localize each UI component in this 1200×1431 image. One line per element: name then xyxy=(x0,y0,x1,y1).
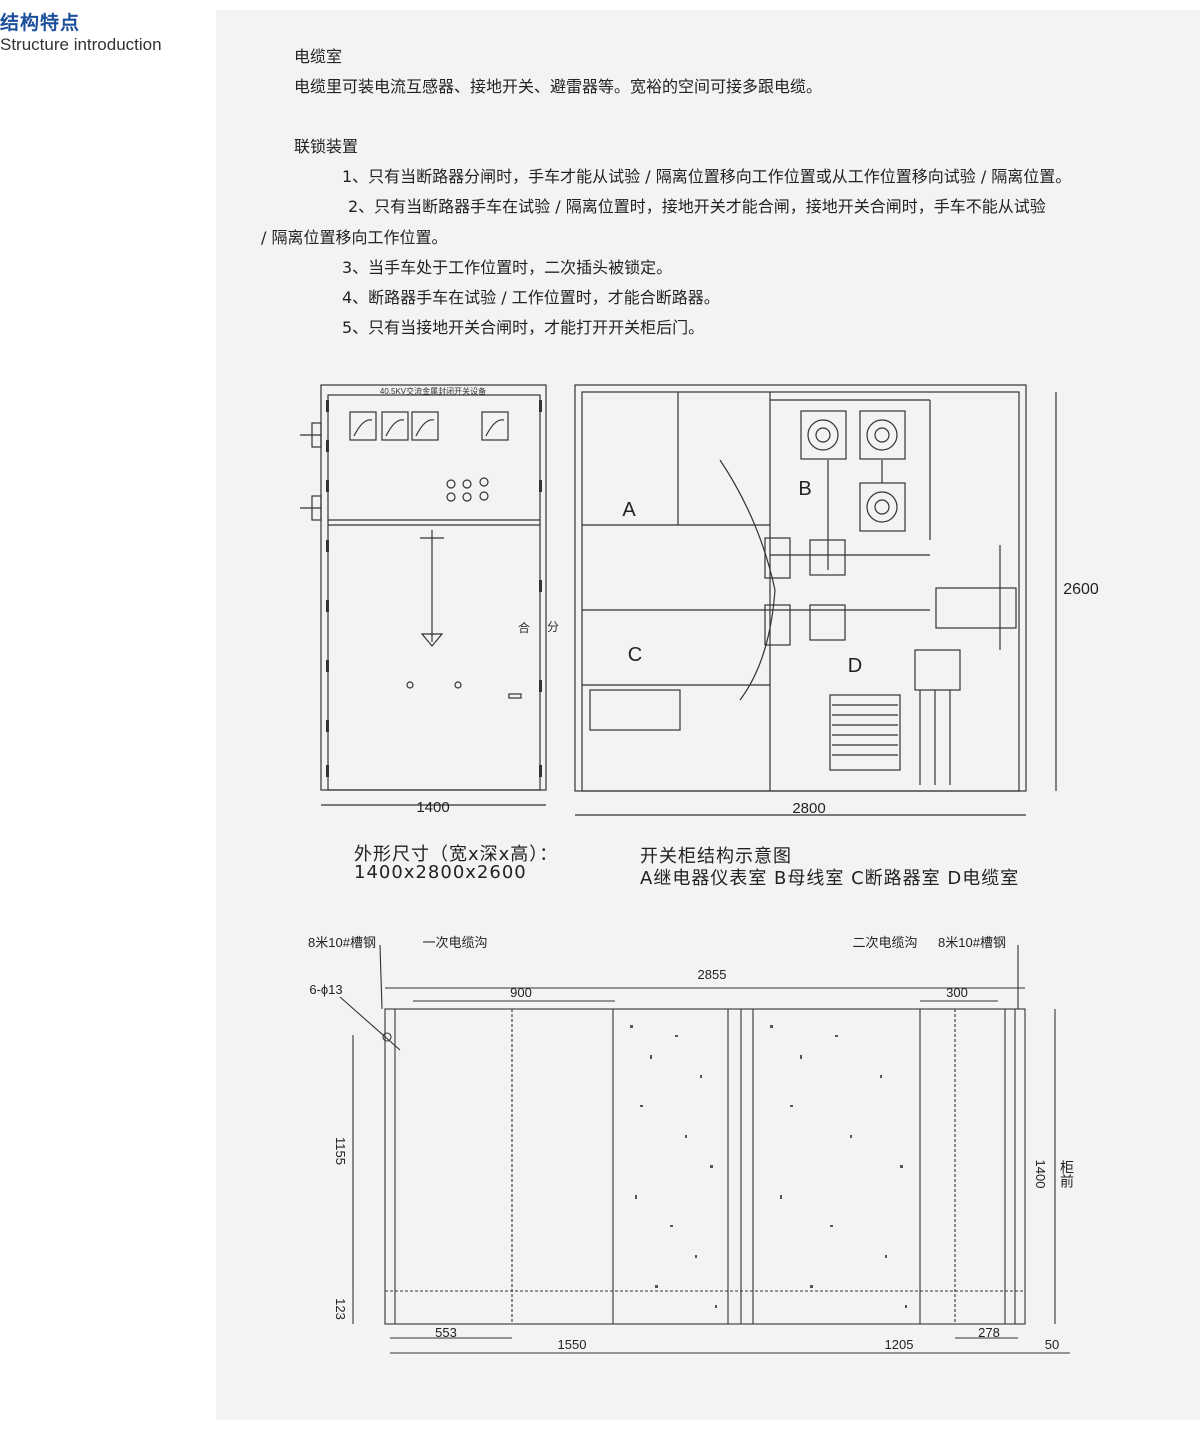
interlock-item: 5、只有当接地开关合闸时，才能打开开关柜后门。 xyxy=(342,318,705,337)
struct-caption-title: 开关柜结构示意图 xyxy=(640,846,792,867)
cable-room-heading: 电缆室 xyxy=(294,47,343,66)
dim-278: 278 xyxy=(978,1325,1000,1340)
dim-1205: 1205 xyxy=(885,1337,914,1352)
open-label: 分 xyxy=(547,620,559,634)
section-title: 结构特点 xyxy=(0,12,81,34)
dims-caption-value: 1400x2800x2600 xyxy=(354,862,527,883)
dim-50: 50 xyxy=(1045,1337,1059,1352)
close-label: 合 xyxy=(518,620,530,635)
label-a: A xyxy=(622,499,636,521)
holes-label: 6-ϕ13 xyxy=(309,982,342,997)
interlock-item: 2、只有当断路器手车在试验 / 隔离位置时，接地开关才能合闸，接地开关合闸时，手… xyxy=(348,197,1046,216)
interlock-item: 4、断路器手车在试验 / 工作位置时，才能合断路器。 xyxy=(342,288,720,307)
concrete-hatch xyxy=(630,1025,907,1308)
primary-trench-label: 一次电缆沟 xyxy=(422,935,487,950)
front-view-drawing: 40.5KV交流金属封闭开关设备 合 分 1400 xyxy=(300,384,559,816)
dim-1550: 1550 xyxy=(558,1337,587,1352)
side-height-label: 2600 xyxy=(1063,581,1099,598)
foundation-plan-drawing: 8米10#槽钢 一次电缆沟 二次电缆沟 8米10#槽钢 6-ϕ13 2855 9… xyxy=(308,935,1075,1354)
interlock-heading: 联锁装置 xyxy=(294,137,359,156)
side-depth-label: 2800 xyxy=(792,800,825,817)
content-panel xyxy=(216,10,1200,1420)
dims-caption-title: 外形尺寸（宽x深x高）： xyxy=(354,844,559,865)
dim-1155: 1155 xyxy=(333,1137,348,1165)
front-width-label: 1400 xyxy=(416,799,449,816)
dim-123: 123 xyxy=(333,1298,348,1320)
interlock-item: 3、当手车处于工作位置时，二次插头被锁定。 xyxy=(342,258,673,277)
label-b: B xyxy=(798,478,811,500)
secondary-trench-label: 二次电缆沟 xyxy=(852,935,917,950)
front-label: 柜前 xyxy=(1059,1160,1075,1189)
channel-left-label: 8米10#槽钢 xyxy=(308,935,376,950)
dim-553: 553 xyxy=(435,1325,457,1340)
nameplate-text: 40.5KV交流金属封闭开关设备 xyxy=(380,386,486,396)
label-c: C xyxy=(628,644,642,666)
label-d: D xyxy=(848,655,862,677)
dim-1400: 1400 xyxy=(1033,1160,1048,1189)
section-subtitle: Structure introduction xyxy=(0,35,162,54)
interlock-item-cont: / 隔离位置移向工作位置。 xyxy=(261,228,448,247)
dim-300: 300 xyxy=(946,985,968,1000)
channel-right-label: 8米10#槽钢 xyxy=(938,935,1006,950)
struct-caption-legend: A继电器仪表室 B母线室 C断路器室 D电缆室 xyxy=(640,868,1020,889)
side-view-drawing: A B C D 2800 2600 xyxy=(574,384,1099,817)
cable-room-body: 电缆里可装电流互感器、接地开关、避雷器等。宽裕的空间可接多跟电缆。 xyxy=(294,77,823,96)
interlock-item: 1、只有当断路器分闸时，手车才能从试验 / 隔离位置移向工作位置或从工作位置移向… xyxy=(342,167,1072,186)
dim-900: 900 xyxy=(510,985,532,1000)
dim-total-width: 2855 xyxy=(698,967,727,982)
